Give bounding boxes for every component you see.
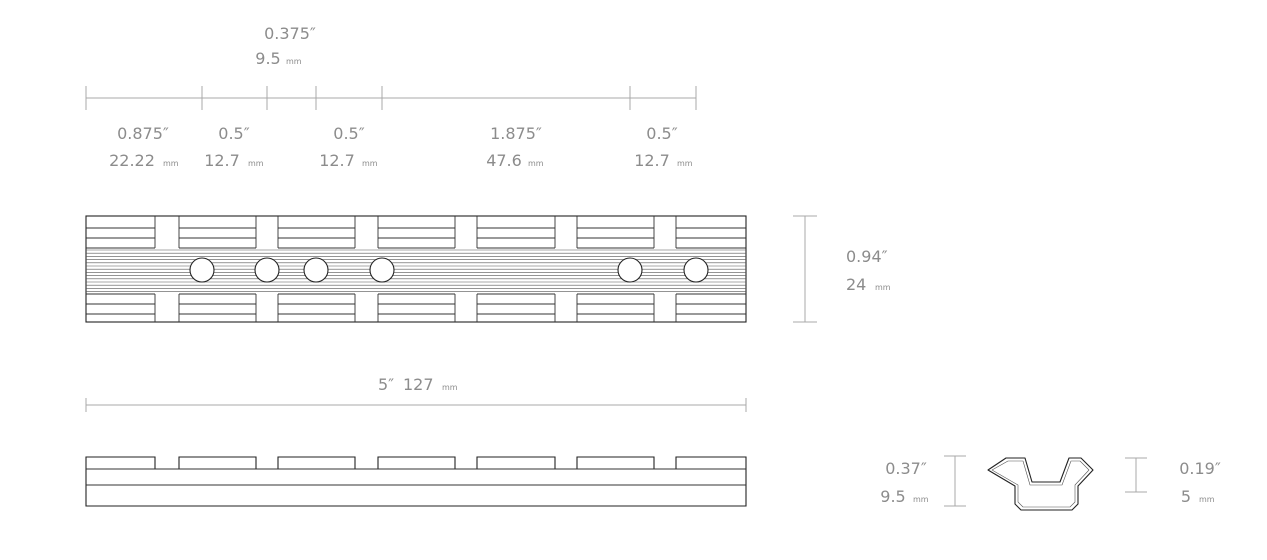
segment-3-inch: 0.5″ (333, 124, 364, 143)
length-dimension: 5″ 127 mm (85, 375, 747, 412)
mounting-hole (303, 257, 329, 283)
segment-5-unit: mm (677, 159, 693, 168)
width-inch: 0.94″ (846, 247, 888, 266)
segment-label-3: 0.5″ 12.7 mm (319, 124, 378, 170)
mounting-hole (683, 257, 709, 283)
mounting-hole (189, 257, 215, 283)
segment-1-unit: mm (163, 159, 179, 168)
segment-4-unit: mm (528, 159, 544, 168)
segment-3-mm: 12.7 (319, 151, 355, 170)
hole-spacing-inch: 0.375″ (264, 24, 316, 43)
rail-side-view (85, 456, 747, 507)
top-dimension-line (85, 86, 697, 110)
mounting-hole (369, 257, 395, 283)
segment-label-2: 0.5″ 12.7 mm (204, 124, 264, 170)
height-dimension: 0.37″ 9.5 mm (880, 455, 966, 507)
length-mm: 127 (403, 375, 434, 394)
hole-spacing-unit: mm (286, 57, 302, 66)
height-unit: mm (913, 495, 929, 504)
rail-top-view (85, 215, 747, 323)
hole-spacing-mm: 9.5 (255, 49, 280, 68)
segment-4-mm: 47.6 (486, 151, 522, 170)
length-unit: mm (442, 383, 458, 392)
groove-depth-mm: 5 (1181, 487, 1191, 506)
height-inch: 0.37″ (885, 459, 927, 478)
segment-1-inch: 0.875″ (117, 124, 169, 143)
rail-cross-section (987, 457, 1094, 511)
width-unit: mm (875, 283, 891, 292)
mounting-hole (617, 257, 643, 283)
segment-1-mm: 22.22 (109, 151, 155, 170)
segment-label-1: 0.875″ 22.22 mm (109, 124, 179, 170)
segment-3-unit: mm (362, 159, 378, 168)
segment-2-inch: 0.5″ (218, 124, 249, 143)
groove-depth-dimension: 0.19″ 5 mm (1125, 457, 1221, 506)
height-mm: 9.5 (880, 487, 905, 506)
segment-label-5: 0.5″ 12.7 mm (634, 124, 693, 170)
mounting-hole (254, 257, 280, 283)
segment-5-inch: 0.5″ (646, 124, 677, 143)
segment-5-mm: 12.7 (634, 151, 670, 170)
segment-2-unit: mm (248, 159, 264, 168)
groove-depth-unit: mm (1199, 495, 1215, 504)
groove-depth-inch: 0.19″ (1179, 459, 1221, 478)
width-dimension: 0.94″ 24 mm (793, 215, 891, 323)
segment-2-mm: 12.7 (204, 151, 240, 170)
segment-4-inch: 1.875″ (490, 124, 542, 143)
hole-spacing-label: 0.375″ 9.5 mm (255, 24, 316, 68)
segment-label-4: 1.875″ 47.6 mm (486, 124, 544, 170)
width-mm: 24 (846, 275, 866, 294)
length-inch: 5″ (378, 375, 394, 394)
